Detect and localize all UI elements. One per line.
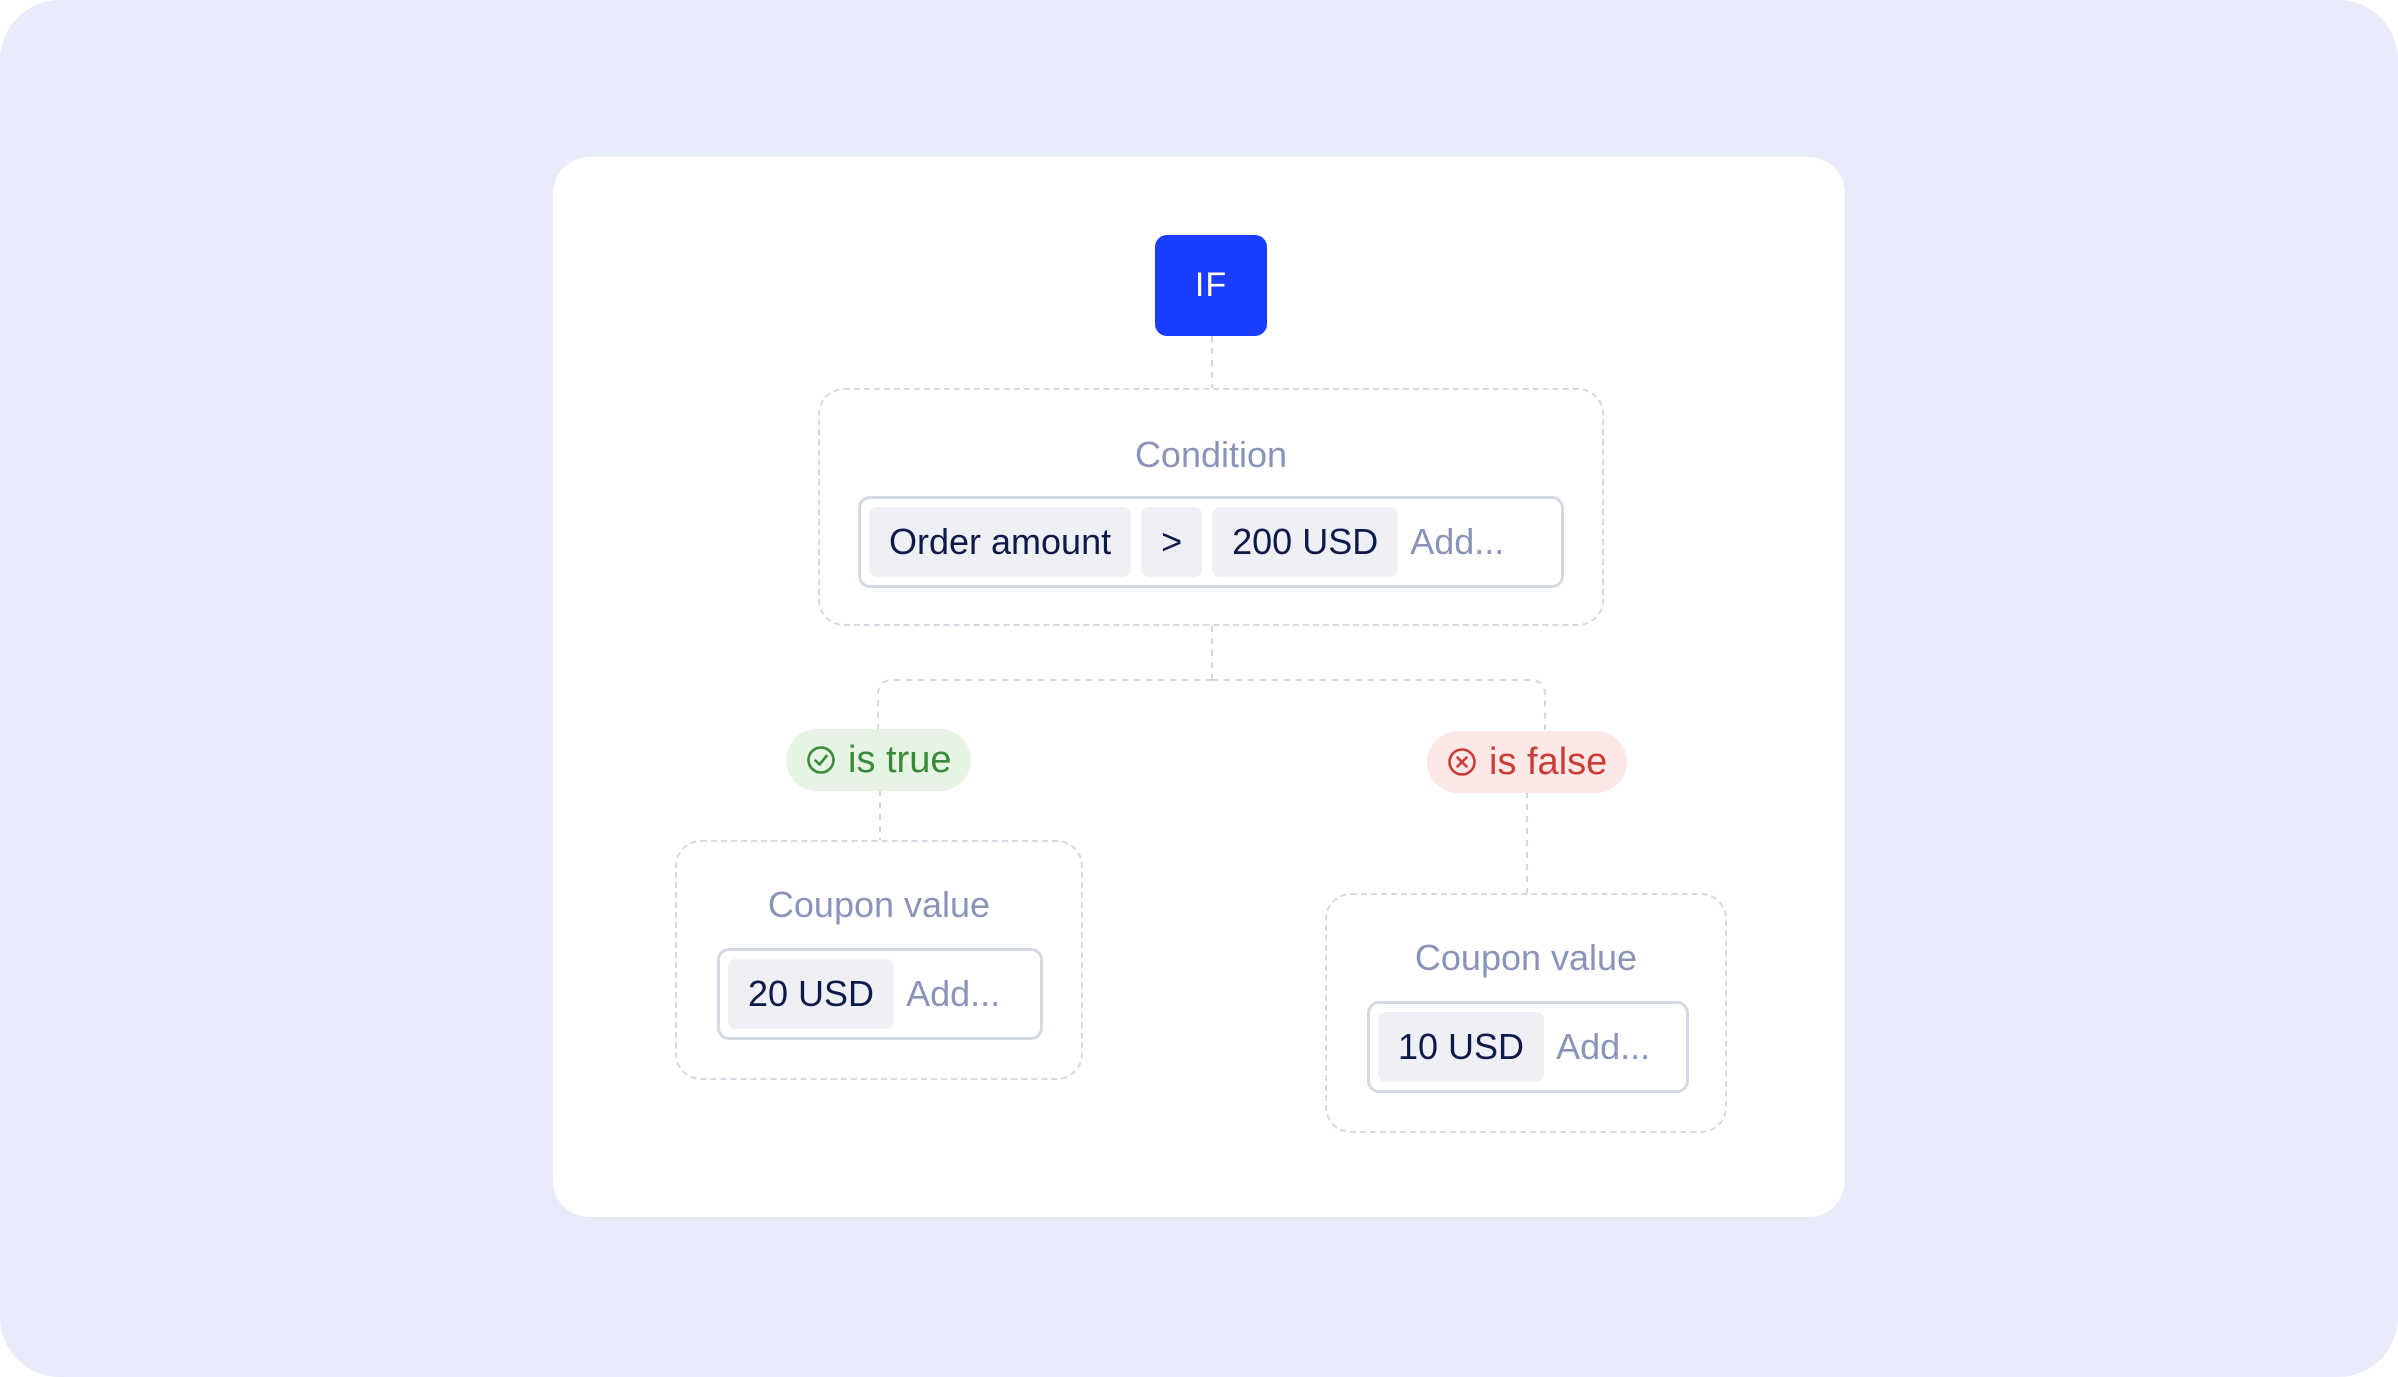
is-false-badge: is false bbox=[1427, 731, 1628, 793]
x-circle-icon bbox=[1448, 748, 1476, 776]
condition-field[interactable]: Order amount > 200 USD Add... bbox=[858, 496, 1564, 588]
condition-title: Condition bbox=[1134, 434, 1288, 475]
false-coupon-group: Coupon value 10 USD Add... bbox=[1325, 893, 1727, 1133]
condition-group: Condition Order amount > 200 USD Add... bbox=[818, 388, 1604, 626]
true-coupon-field[interactable]: 20 USD Add... bbox=[717, 948, 1043, 1040]
true-coupon-add-input[interactable]: Add... bbox=[906, 973, 1001, 1014]
false-coupon-add-input[interactable]: Add... bbox=[1556, 1026, 1651, 1067]
is-true-badge: is true bbox=[786, 729, 972, 791]
condition-chip-order-amount[interactable]: Order amount bbox=[869, 507, 1132, 577]
condition-chip-value[interactable]: 200 USD bbox=[1212, 507, 1399, 577]
true-coupon-group: Coupon value 20 USD Add... bbox=[675, 840, 1083, 1080]
is-true-label: is true bbox=[848, 738, 952, 781]
false-coupon-chip[interactable]: 10 USD bbox=[1378, 1012, 1545, 1082]
false-coupon-field[interactable]: 10 USD Add... bbox=[1367, 1001, 1689, 1093]
false-coupon-title: Coupon value bbox=[1414, 937, 1638, 978]
is-false-label: is false bbox=[1489, 740, 1608, 783]
condition-add-input[interactable]: Add... bbox=[1410, 521, 1505, 562]
true-coupon-chip[interactable]: 20 USD bbox=[728, 959, 895, 1029]
true-coupon-title: Coupon value bbox=[767, 884, 991, 925]
if-node[interactable]: IF bbox=[1155, 235, 1267, 336]
if-label: IF bbox=[1194, 266, 1228, 304]
condition-chip-operator[interactable]: > bbox=[1141, 507, 1203, 577]
check-circle-icon bbox=[807, 746, 835, 774]
